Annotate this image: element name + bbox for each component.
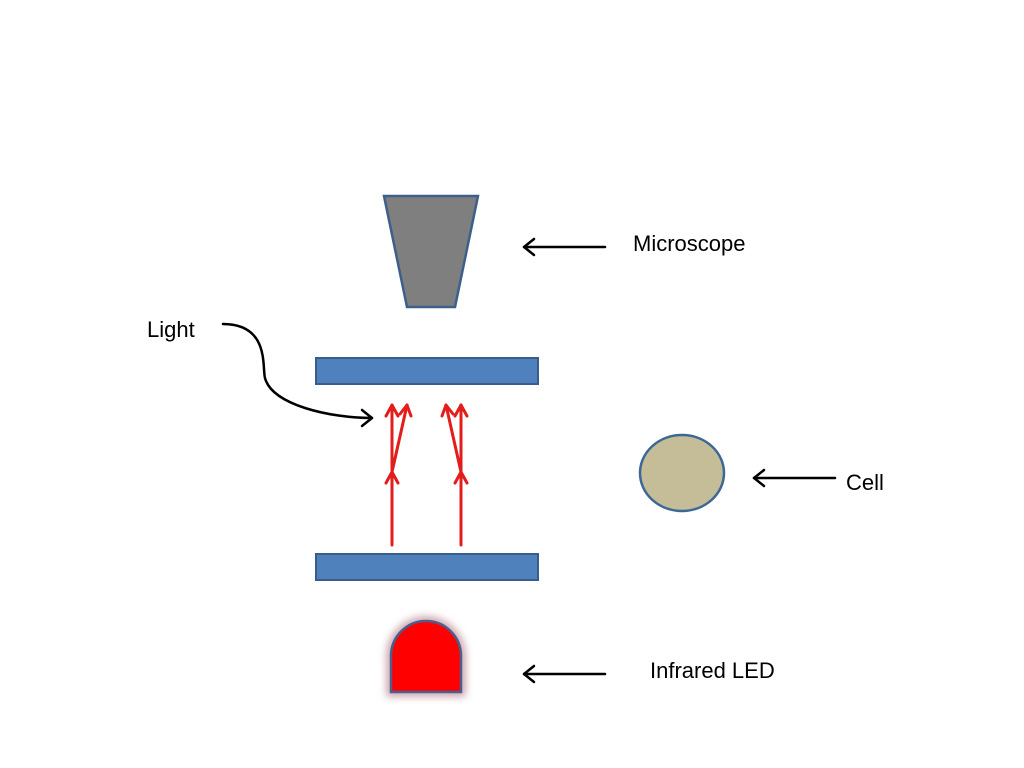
microscope-shape (382, 194, 480, 309)
light-label: Light (147, 317, 195, 342)
top-plate (315, 357, 539, 385)
light-ray-left (384, 403, 413, 547)
led-arrow (522, 664, 607, 684)
led-body (389, 619, 463, 694)
infrared-led (386, 616, 466, 697)
cell-shape (638, 433, 726, 513)
pointer-arrows (221, 237, 837, 684)
cell-arrow (752, 468, 837, 488)
light-rays (384, 403, 469, 547)
light-ray-right (440, 403, 469, 547)
cell-label: Cell (846, 470, 884, 495)
bottom-plate (315, 553, 539, 581)
light-arrow (221, 322, 374, 428)
infrared-led-label: Infrared LED (650, 658, 775, 683)
microscope-label: Microscope (633, 231, 745, 256)
microscope-arrow (522, 237, 607, 257)
